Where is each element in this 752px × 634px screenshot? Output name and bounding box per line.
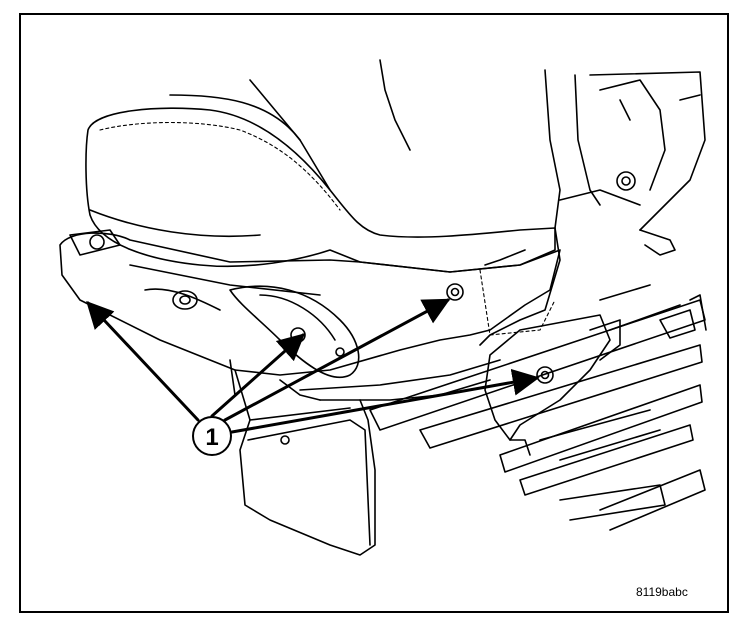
seat-track-rails xyxy=(369,284,707,531)
seat-cushion xyxy=(85,59,601,273)
lower-trim-panel xyxy=(229,359,501,556)
seat-side-shield xyxy=(59,229,561,378)
rear-seat-structure xyxy=(559,71,706,256)
callout-number: 1 xyxy=(205,424,218,451)
figure-id-label: 8119babc xyxy=(636,585,688,599)
callout-1: 1 xyxy=(192,416,232,456)
callout-arrows xyxy=(86,298,540,434)
seat-riser xyxy=(479,227,621,456)
